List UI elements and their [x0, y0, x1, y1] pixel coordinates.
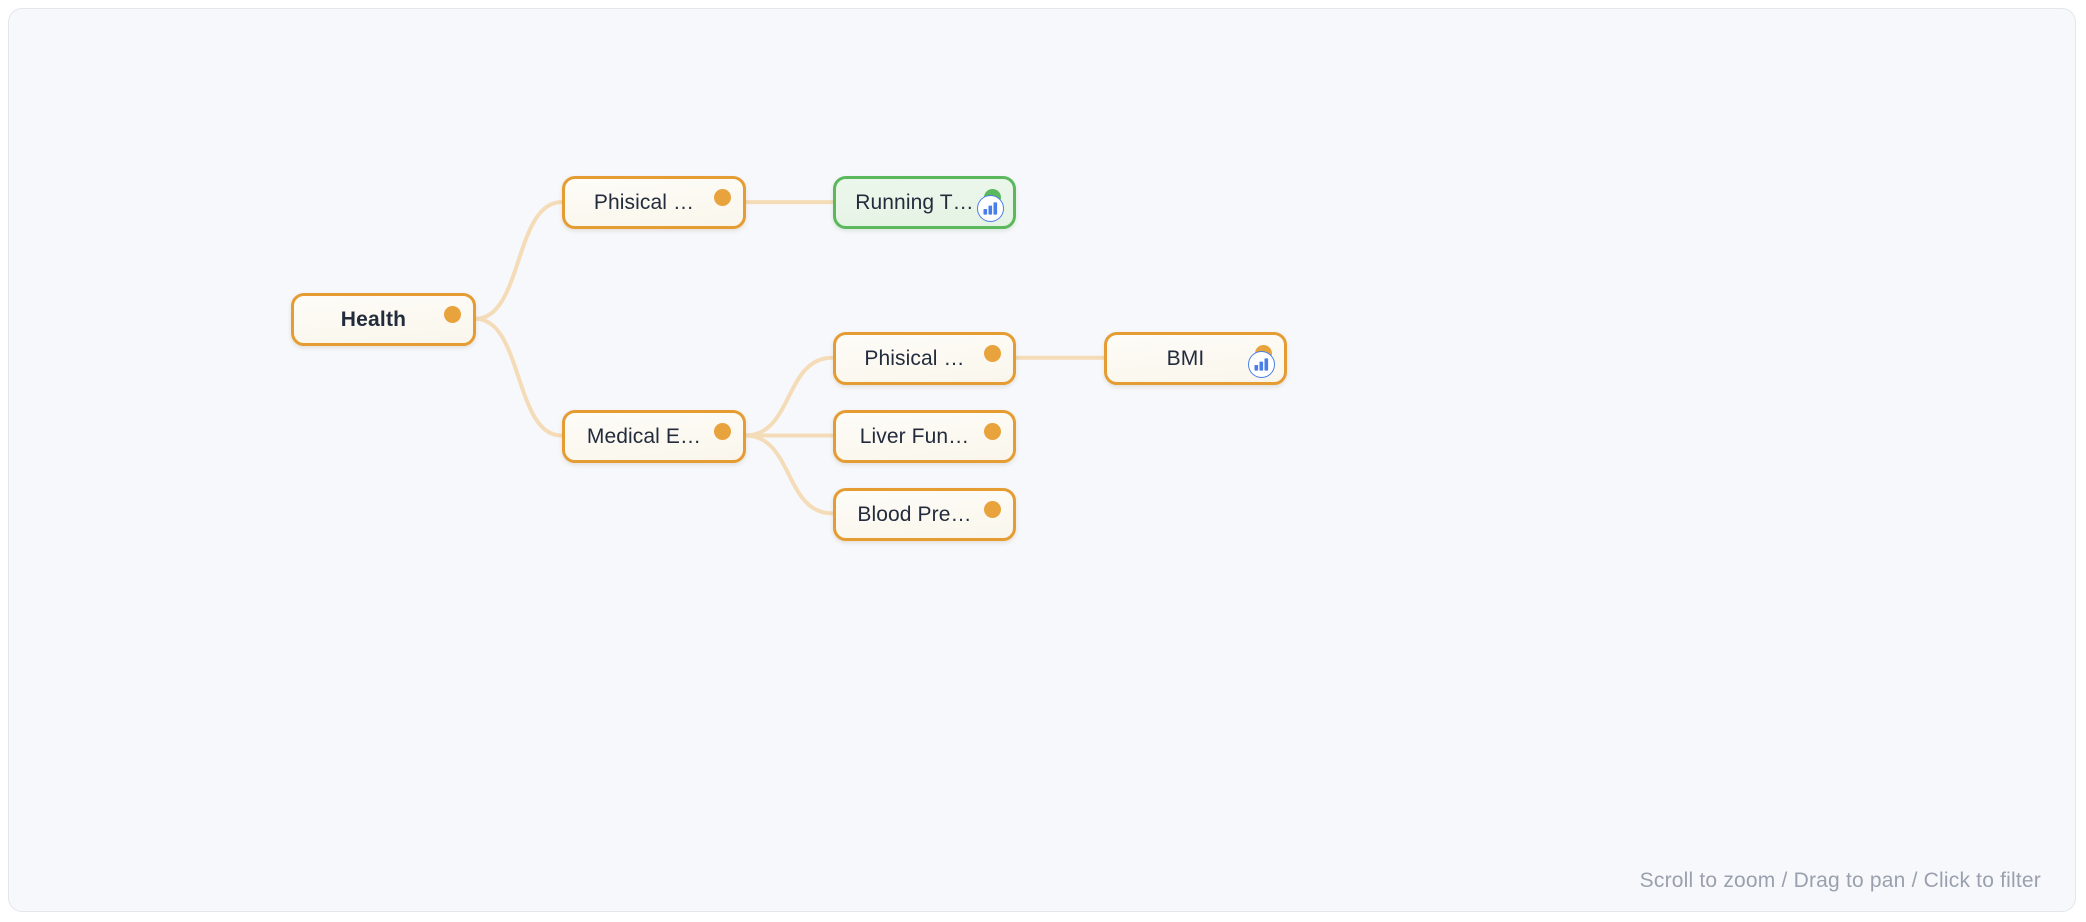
bar-chart-icon[interactable]	[1248, 351, 1275, 378]
graph-node-label: Health	[340, 308, 407, 331]
status-dot-icon	[444, 306, 461, 323]
graph-node-phisical-exam[interactable]: Phisical …	[833, 332, 1016, 385]
graph-node-health[interactable]: Health	[291, 293, 476, 346]
graph-node-label: BMI	[1166, 347, 1205, 370]
status-dot-icon	[984, 423, 1001, 440]
graph-node-label: Blood Pre…	[857, 503, 972, 526]
graph-node-running-training[interactable]: Running T…	[833, 176, 1016, 229]
graph-node-liver-function[interactable]: Liver Fun…	[833, 410, 1016, 463]
graph-node-medical-exams[interactable]: Medical E…	[562, 410, 746, 463]
status-dot-icon	[714, 423, 731, 440]
graph-node-blood-pressure[interactable]: Blood Pre…	[833, 488, 1016, 541]
bar-chart-icon[interactable]	[977, 195, 1004, 222]
graph-node-label: Phisical …	[864, 347, 965, 370]
status-dot-icon	[714, 189, 731, 206]
status-dot-icon	[984, 345, 1001, 362]
graph-node-label: Running T…	[855, 191, 974, 214]
graph-node-phisical-activity[interactable]: Phisical …	[562, 176, 746, 229]
graph-node-label: Liver Fun…	[859, 425, 970, 448]
graph-node-label: Phisical …	[593, 191, 695, 214]
canvas-hint-text: Scroll to zoom / Drag to pan / Click to …	[1639, 869, 2041, 892]
graph-node-bmi[interactable]: BMI	[1104, 332, 1287, 385]
graph-node-label: Medical E…	[586, 425, 702, 448]
status-dot-icon	[984, 501, 1001, 518]
